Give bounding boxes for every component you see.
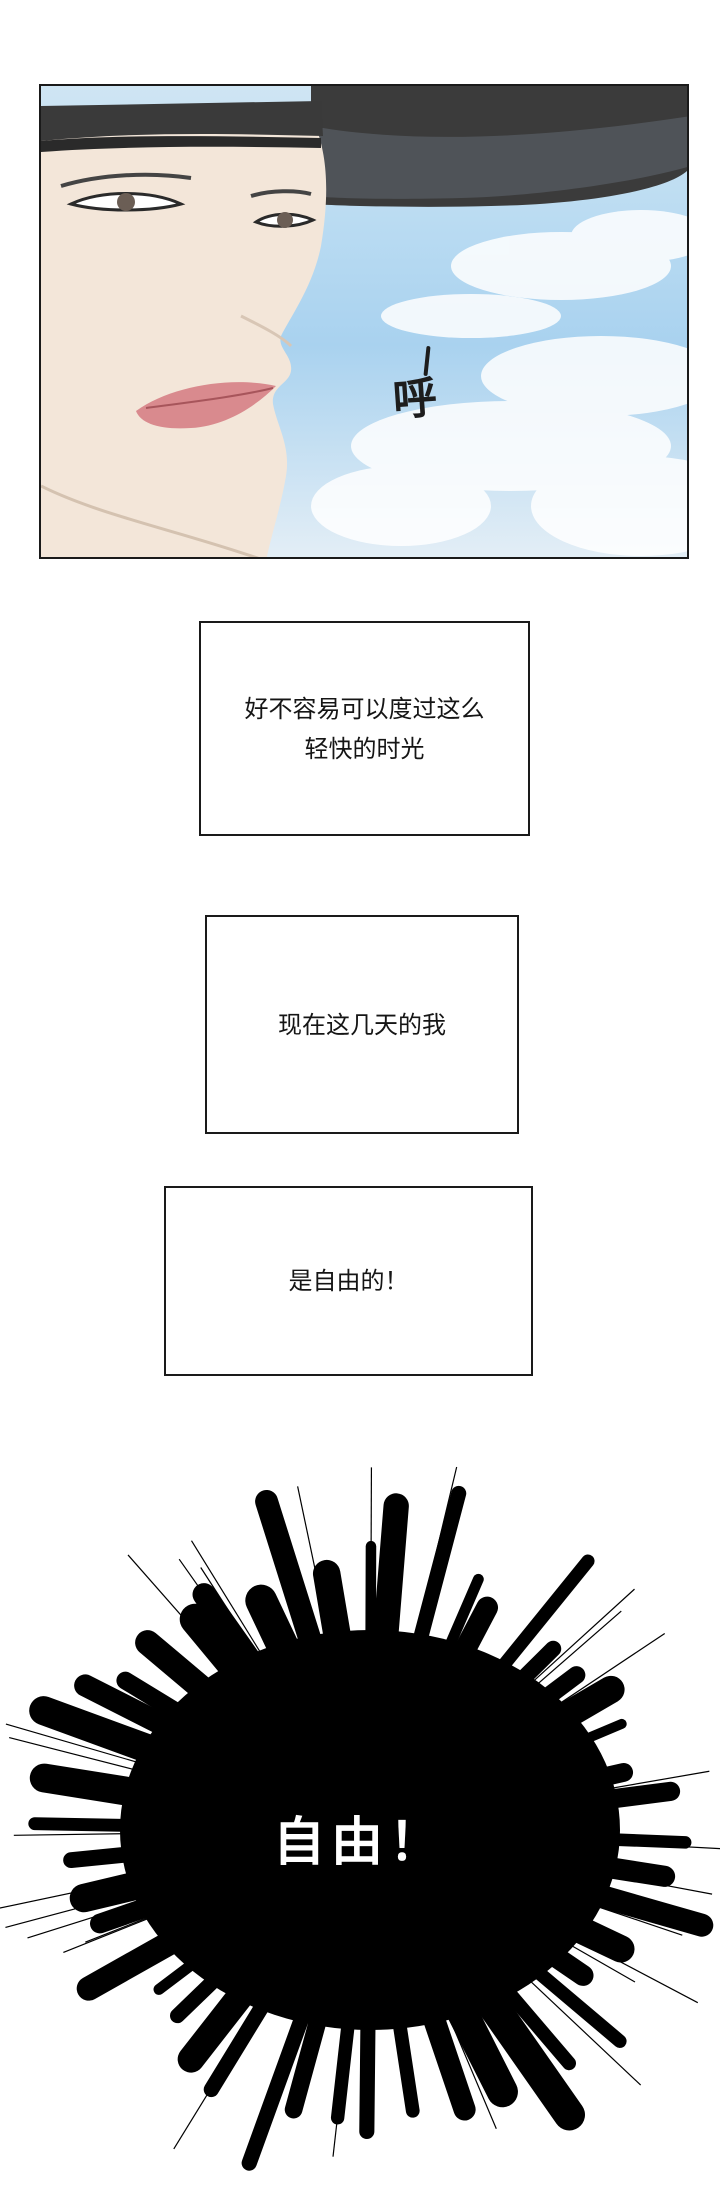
- illustration-panel: 呼: [39, 84, 689, 559]
- caption-line: 好不容易可以度过这么: [244, 694, 485, 723]
- face: [41, 116, 327, 557]
- caption-text-2: 现在这几天的我: [278, 1010, 446, 1039]
- burst-text: 自由！: [272, 1813, 447, 1873]
- caption-line: 轻快的时光: [304, 734, 425, 763]
- caption-text-3: 是自由的！: [288, 1267, 409, 1295]
- caption-box-2: 现在这几天的我: [205, 915, 519, 1134]
- hat-band: [41, 101, 323, 141]
- burst-shape: [0, 1466, 720, 2171]
- caption-text-1: 好不容易可以度过这么 轻快的时光: [245, 689, 485, 769]
- caption-box-1: 好不容易可以度过这么 轻快的时光: [199, 621, 530, 836]
- sound-effect: 呼: [391, 372, 437, 427]
- character-illustration: [41, 86, 687, 557]
- clouds: [311, 210, 687, 556]
- caption-box-3: 是自由的！: [164, 1186, 533, 1376]
